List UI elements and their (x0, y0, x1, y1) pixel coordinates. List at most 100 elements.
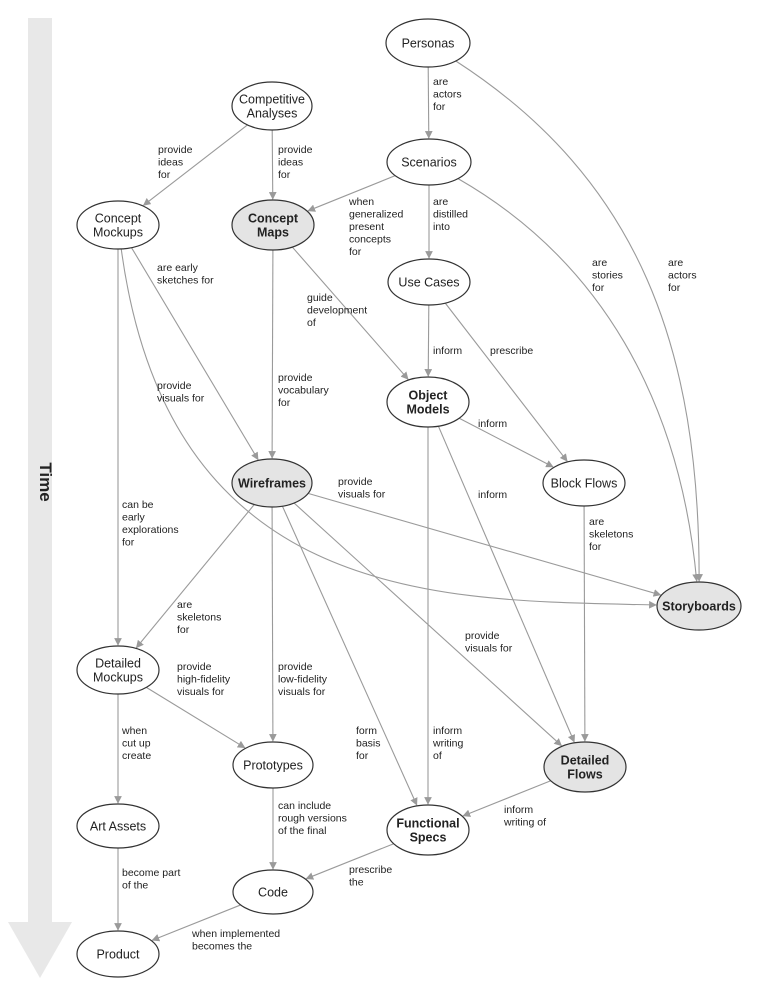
edge-label-line: for (668, 282, 681, 294)
node-ellipse (231, 81, 313, 131)
node-label-line: Storyboards (662, 600, 736, 614)
edge-label-line: stories (592, 270, 623, 282)
edge-label-line: for (177, 624, 190, 636)
node-label-line: Wireframes (238, 477, 306, 491)
edge-label-line: provide (157, 380, 192, 392)
node-label: Art Assets (90, 820, 146, 834)
node-storyboards: Storyboards (656, 581, 742, 631)
edge-label-line: for (356, 750, 369, 762)
node-label-line: Concept (95, 212, 142, 226)
node-label-line: Scenarios (401, 156, 457, 170)
edge-wireframes-to-prototypes (269, 506, 277, 742)
node-label-line: Code (258, 886, 288, 900)
edge-competitive-analyses-to-concept-maps (268, 129, 277, 200)
edge-label-line: provide (278, 144, 313, 156)
node-ellipse (386, 138, 472, 186)
edge-object-models-to-block-flows (458, 417, 554, 468)
node-art-assets: Art Assets (76, 803, 160, 849)
node-ellipse (232, 741, 314, 789)
edge-label-line: skeletons (177, 612, 221, 624)
edge-label-line: early (122, 512, 146, 524)
node-ellipse (76, 200, 160, 250)
edge-label-line: explorations (122, 524, 179, 536)
edge-label-line: actors (433, 89, 462, 101)
edge-label-line: becomes the (192, 941, 252, 953)
node-ellipse (231, 458, 313, 508)
node-label: Block Flows (551, 477, 618, 491)
edge-label-line: when (348, 196, 374, 208)
node-label-line: Models (406, 403, 449, 417)
edge-label-line: prescribe (490, 345, 533, 357)
edge-label-line: visuals for (177, 686, 225, 698)
edge-detailed-mockups-to-prototypes (146, 686, 246, 749)
node-ellipse (385, 18, 471, 68)
time-arrow: Time (8, 18, 72, 978)
node-ellipse (231, 199, 315, 251)
edge-label-line: are (177, 599, 192, 611)
edge-label-object-models-to-detailed-flows: inform (478, 489, 507, 501)
edge-label-line: can be (122, 499, 154, 511)
edge-label-line: are (433, 196, 448, 208)
node-label-line: Object (409, 389, 449, 403)
edge-label-line: provide (158, 144, 193, 156)
edge-label-line: guide (307, 292, 333, 304)
edge-wireframes-to-storyboards (307, 492, 662, 597)
node-block-flows: Block Flows (542, 459, 626, 507)
edge-label-line: high-fidelity (177, 674, 231, 686)
edge-concept-maps-to-wireframes (268, 249, 276, 459)
edge-label-line: concepts (349, 234, 391, 246)
node-ellipse (656, 581, 742, 631)
edge-label-line: for (278, 397, 291, 409)
node-label-line: Mockups (93, 671, 143, 685)
edge-label-line: for (122, 537, 135, 549)
edge-label-line: for (592, 282, 605, 294)
edge-label-line: writing (432, 738, 464, 750)
node-prototypes: Prototypes (232, 741, 314, 789)
edge-label-line: provide (278, 661, 313, 673)
edge-label-line: prescribe (349, 864, 392, 876)
node-product: Product (76, 930, 160, 978)
edge-personas-to-storyboards (455, 60, 703, 582)
edge-concept-mockups-to-storyboards (120, 248, 657, 609)
edge-label-line: ideas (158, 157, 183, 169)
node-label-line: Block Flows (551, 477, 618, 491)
edge-label-line: vocabulary (278, 385, 330, 397)
edge-label-line: for (589, 541, 602, 553)
edge-label-line: development (307, 305, 367, 317)
edge-label-line: are (592, 257, 607, 269)
node-label: Personas (402, 37, 455, 51)
node-label-line: Art Assets (90, 820, 146, 834)
edge-label-line: for (158, 169, 171, 181)
edge-scenarios-to-storyboards (457, 178, 700, 582)
edge-concept-mockups-to-wireframes (131, 247, 259, 461)
node-label-line: Concept (248, 212, 299, 226)
edge-label-line: are (589, 516, 604, 528)
edge-label-use-cases-to-block-flows: prescribe (490, 345, 533, 357)
node-label-line: Flows (567, 768, 602, 782)
edge-label-line: provide (177, 661, 212, 673)
time-axis-label: Time (36, 462, 55, 501)
edges-layer (114, 60, 703, 942)
edge-label-line: become part (122, 867, 180, 879)
edge-label-line: provide (338, 476, 373, 488)
